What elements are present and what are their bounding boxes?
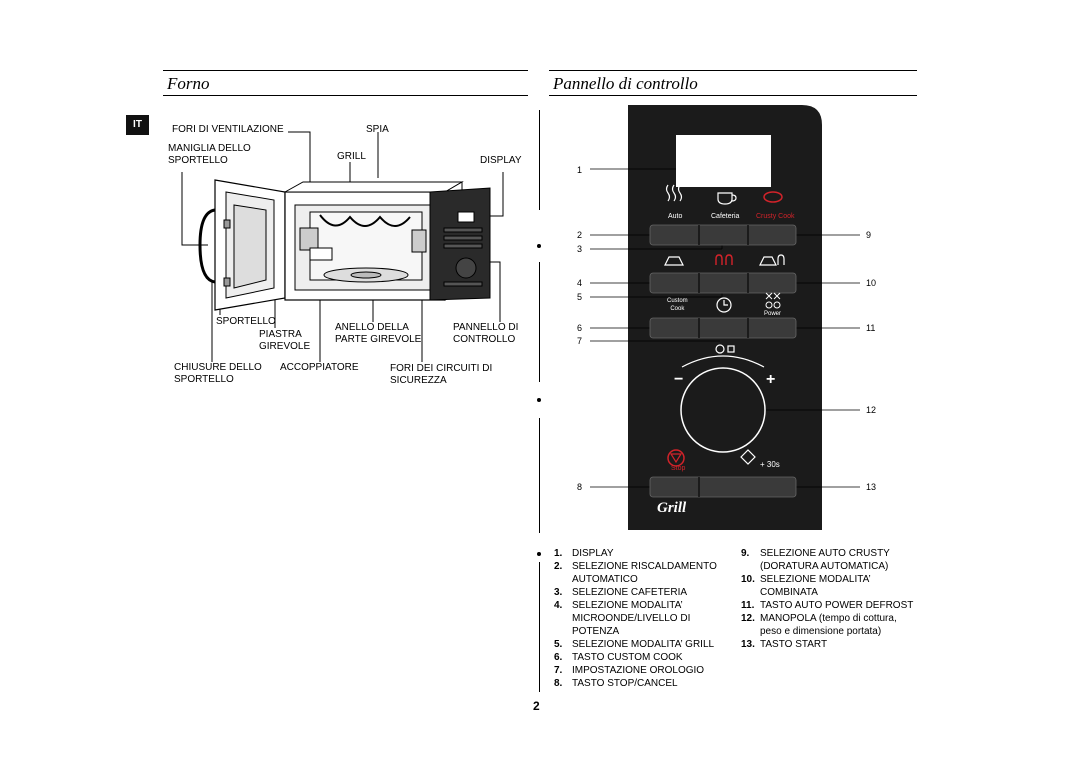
section-title-pannello: Pannello di controllo bbox=[553, 74, 698, 93]
button-row-stop-start bbox=[649, 476, 797, 498]
label-vent-holes: FORI DI VENTILAZIONE bbox=[172, 124, 284, 135]
legend-text: TASTO CUSTOM COOK bbox=[572, 652, 683, 663]
divider-upper bbox=[539, 110, 540, 210]
button-row-auto bbox=[649, 224, 797, 246]
divider-dot bbox=[537, 398, 541, 402]
language-tab: IT bbox=[126, 115, 149, 135]
divider-dot bbox=[537, 552, 541, 556]
label-safety-holes: FORI DEI CIRCUITI DI SICUREZZA bbox=[390, 363, 493, 386]
top-rule-left bbox=[163, 70, 528, 71]
start-label: + 30s bbox=[760, 460, 780, 469]
divider-dot bbox=[537, 244, 541, 248]
oven-door bbox=[198, 179, 286, 311]
legend-text: SELEZIONE MODALITA’ MICROONDE/LIVELLO DI… bbox=[572, 600, 691, 637]
label-spia: SPIA bbox=[366, 124, 389, 135]
defrost-icon bbox=[765, 292, 781, 309]
label-grill: GRILL bbox=[337, 151, 366, 162]
legend-text: TASTO AUTO POWER DEFROST bbox=[760, 600, 914, 611]
legend-number: 4. bbox=[554, 600, 563, 611]
legend-text: SELEZIONE MODALITA’ GRILL bbox=[572, 639, 715, 650]
legend-number: 8. bbox=[554, 678, 563, 689]
label-coupler: ACCOPPIATORE bbox=[280, 362, 359, 373]
legend-number: 11. bbox=[741, 600, 755, 611]
legend-text: TASTO START bbox=[760, 639, 828, 650]
legend-number: 6. bbox=[554, 652, 563, 663]
callout-12: 12 bbox=[866, 405, 877, 415]
label-display: DISPLAY bbox=[480, 155, 522, 166]
combi-icon bbox=[759, 254, 785, 266]
cafeteria-label: Cafeteria bbox=[711, 213, 740, 220]
callout-5: 5 bbox=[577, 292, 583, 302]
legend-number: 13. bbox=[741, 639, 755, 650]
microwave-icon bbox=[664, 256, 684, 266]
legend-text: IMPOSTAZIONE OROLOGIO bbox=[572, 665, 705, 676]
oven-illustration bbox=[181, 131, 504, 362]
minus-label: − bbox=[674, 371, 684, 388]
legend-text: SELEZIONE MODALITA’ COMBINATA bbox=[760, 574, 871, 598]
legend-text: MANOPOLA (tempo di cottura, peso e dimen… bbox=[760, 613, 897, 637]
auto-label: Auto bbox=[668, 213, 683, 220]
dial-knob bbox=[680, 367, 766, 453]
steam-icon bbox=[665, 184, 683, 202]
legend-number: 12. bbox=[741, 613, 755, 624]
label-door: SPORTELLO bbox=[216, 316, 276, 327]
legend-text: SELEZIONE AUTO CRUSTY (DORATURA AUTOMATI… bbox=[760, 548, 890, 572]
bottom-rule-left bbox=[163, 95, 528, 96]
page-number: 2 bbox=[533, 699, 540, 713]
button-row-custom bbox=[649, 317, 797, 339]
display-window bbox=[676, 135, 771, 187]
label-roller-ring: ANELLO DELLA PARTE GIREVOLE bbox=[335, 322, 422, 345]
legend-text: TASTO STOP/CANCEL bbox=[572, 678, 678, 689]
control-panel-diagram bbox=[590, 105, 860, 530]
grill-icon bbox=[715, 254, 733, 265]
divider-lower bbox=[539, 418, 540, 533]
button-row-modes bbox=[649, 272, 797, 294]
callout-3: 3 bbox=[577, 244, 583, 254]
legend-number: 2. bbox=[554, 561, 563, 572]
brand-logo-text: Grill bbox=[657, 500, 687, 516]
callout-11: 11 bbox=[866, 323, 876, 333]
start-icon bbox=[740, 449, 756, 465]
crusty-plate-icon bbox=[763, 191, 783, 203]
callout-10: 10 bbox=[866, 278, 877, 288]
bottom-rule-right bbox=[549, 95, 917, 96]
callout-13: 13 bbox=[866, 482, 877, 492]
label-turntable: PIASTRA GIREVOLE bbox=[259, 329, 311, 352]
label-door-latches: CHIUSURE DELLO SPORTELLO bbox=[174, 362, 262, 385]
custom-cook-label: Custom Cook bbox=[667, 298, 688, 312]
callout-6: 6 bbox=[577, 323, 583, 333]
top-rule-right bbox=[549, 70, 917, 71]
legend-text: SELEZIONE CAFETERIA bbox=[572, 587, 688, 598]
plus-label: + bbox=[766, 371, 776, 388]
crusty-cook-label: Crusty Cook bbox=[756, 213, 795, 220]
callout-2: 2 bbox=[577, 230, 583, 240]
divider-middle bbox=[539, 262, 540, 382]
legend-number: 9. bbox=[741, 548, 750, 559]
oven-control-panel bbox=[429, 187, 491, 301]
legend-text: SELEZIONE RISCALDAMENTO AUTOMATICO bbox=[572, 561, 717, 585]
callout-8: 8 bbox=[577, 482, 583, 492]
legend-number: 10. bbox=[741, 574, 755, 585]
cup-icon bbox=[717, 192, 737, 205]
legend-left: 1. DISPLAY 2. SELEZIONE RISCALDAMENTO AUTO… bbox=[554, 547, 739, 692]
callout-1: 1 bbox=[577, 165, 583, 175]
stop-label: Stop bbox=[671, 465, 686, 472]
divider-bottom bbox=[539, 562, 540, 692]
clock-lock-icon bbox=[715, 344, 735, 354]
callout-4: 4 bbox=[577, 278, 583, 288]
label-door-handle: MANIGLIA DELLO SPORTELLO bbox=[168, 143, 251, 166]
legend-number: 5. bbox=[554, 639, 563, 650]
stop-icon bbox=[667, 449, 685, 467]
callout-9: 9 bbox=[866, 230, 872, 240]
legend-number: 1. bbox=[554, 548, 563, 559]
section-title-forno: Forno bbox=[167, 74, 210, 93]
callout-7: 7 bbox=[577, 336, 583, 346]
legend-number: 3. bbox=[554, 587, 563, 598]
legend-right: 9. SELEZIONE AUTO CRUSTY (DORATURA AUTOMA… bbox=[741, 547, 931, 657]
clock-icon bbox=[716, 297, 732, 313]
power-label: Power bbox=[764, 311, 782, 317]
legend-number: 7. bbox=[554, 665, 563, 676]
legend-text: DISPLAY bbox=[572, 548, 614, 559]
label-control-panel: PANNELLO DI CONTROLLO bbox=[453, 322, 519, 345]
